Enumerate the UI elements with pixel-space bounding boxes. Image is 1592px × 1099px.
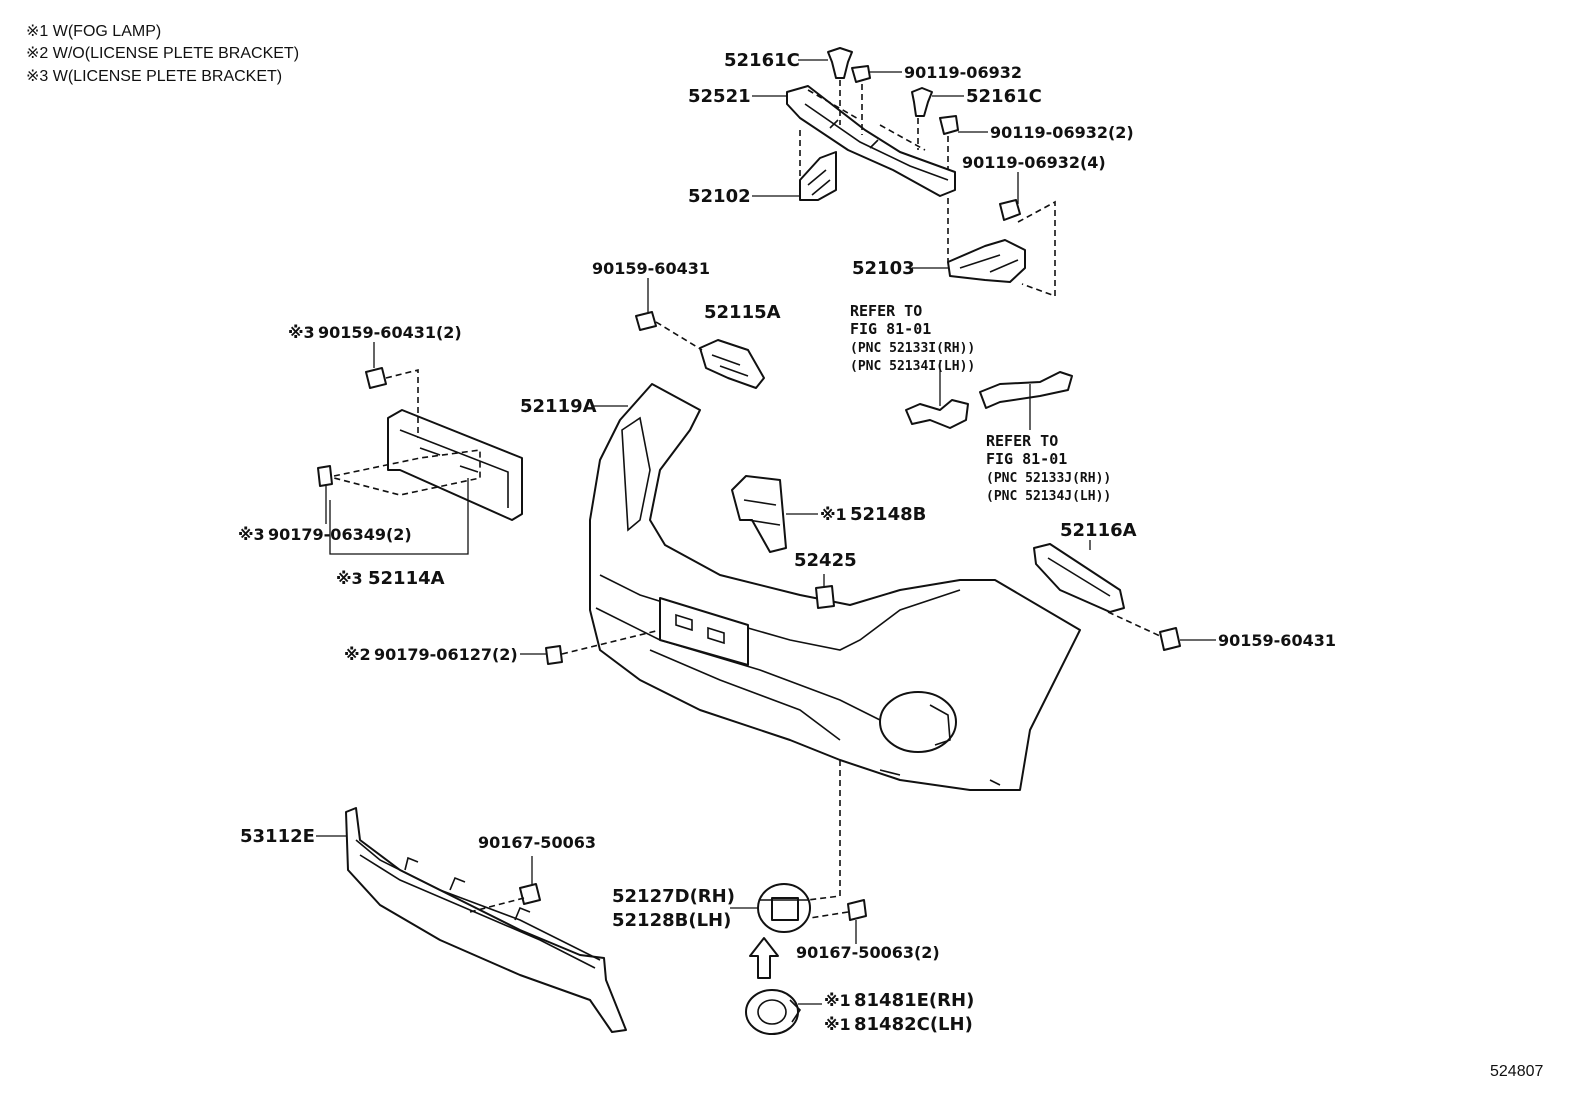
label-52128B: 52128B(LH) bbox=[612, 910, 731, 931]
wire-harness-ref-2 bbox=[979, 371, 1073, 409]
refer-2-line-3: (PNC 52133J(RH)) bbox=[986, 471, 1111, 486]
retainer-52115A bbox=[699, 339, 765, 389]
note-3: ※3 W(LICENSE PLETE BRACKET) bbox=[26, 68, 282, 85]
refer-block-2: REFER TO FIG 81-01 (PNC 52133J(RH)) (PNC… bbox=[986, 432, 1111, 504]
label-90167-50063: 90167-50063 bbox=[478, 833, 596, 852]
mark-2a: ※2 bbox=[344, 645, 371, 664]
label-90159-60431-right: 90159-60431 bbox=[1218, 631, 1336, 650]
grille-53112E bbox=[345, 807, 627, 1033]
label-90159-60431-top: 90159-60431 bbox=[592, 259, 710, 278]
mark-3b: ※3 bbox=[238, 525, 265, 544]
label-90167-50063-2: 90167-50063(2) bbox=[796, 943, 940, 962]
bolt-90159-60431-2 bbox=[365, 367, 387, 389]
mark-1b: ※1 bbox=[824, 991, 851, 1010]
label-52103: 52103 bbox=[852, 258, 915, 279]
bolt-90167-50063-2 bbox=[847, 899, 867, 921]
clip-52161C-top bbox=[827, 47, 853, 79]
retainer-52116A bbox=[1033, 543, 1125, 613]
mark-3c: ※3 bbox=[336, 569, 363, 588]
bracket-52103 bbox=[947, 239, 1026, 283]
part-labels: 52161C 90119-06932 52521 52161C 90119-06… bbox=[238, 50, 1336, 1035]
label-52102: 52102 bbox=[688, 186, 751, 207]
label-52521: 52521 bbox=[688, 86, 751, 107]
fog-socket-52127D bbox=[757, 883, 811, 933]
label-90119-06932: 90119-06932 bbox=[904, 63, 1022, 82]
label-52127D: 52127D(RH) bbox=[612, 886, 735, 907]
label-52119A: 52119A bbox=[520, 396, 597, 417]
refer-2-line-4: (PNC 52134J(LH)) bbox=[986, 489, 1111, 504]
label-52425: 52425 bbox=[794, 550, 857, 571]
mark-1a: ※1 bbox=[820, 505, 847, 524]
mark-3a: ※3 bbox=[288, 323, 315, 342]
label-90179-06349-2: 90179-06349(2) bbox=[268, 525, 412, 544]
refer-1-line-1: REFER TO bbox=[850, 302, 922, 320]
refer-2-line-1: REFER TO bbox=[986, 432, 1058, 450]
refer-1-line-2: FIG 81-01 bbox=[850, 320, 931, 338]
bumper-cover-52119A bbox=[589, 383, 1081, 791]
refer-1-line-3: (PNC 52133I(RH)) bbox=[850, 341, 975, 356]
bolt-90119-06932 bbox=[851, 65, 871, 83]
clip-90179-06127 bbox=[545, 645, 563, 665]
bolt-90159-60431-right bbox=[1159, 627, 1181, 651]
bolt-90167-50063 bbox=[519, 883, 541, 905]
bolt-90119-06932-4 bbox=[999, 199, 1021, 221]
up-arrow-icon bbox=[749, 937, 779, 979]
label-52148B: 52148B bbox=[850, 504, 926, 525]
label-52115A: 52115A bbox=[704, 302, 781, 323]
label-90119-06932-2: 90119-06932(2) bbox=[990, 123, 1134, 142]
label-52161C-top: 52161C bbox=[724, 50, 800, 71]
figure-id: 524807 bbox=[1490, 1063, 1543, 1080]
label-52161C-right: 52161C bbox=[966, 86, 1042, 107]
fog-cover-81481E bbox=[745, 989, 802, 1035]
bolt-90119-06932-2 bbox=[939, 115, 959, 135]
pad-52425 bbox=[815, 585, 835, 609]
label-90179-06127-2: 90179-06127(2) bbox=[374, 645, 518, 664]
label-53112E: 53112E bbox=[240, 826, 315, 847]
refer-block-1: REFER TO FIG 81-01 (PNC 52133I(RH)) (PNC… bbox=[850, 302, 975, 374]
note-1: ※1 W(FOG LAMP) bbox=[26, 23, 161, 40]
label-52116A: 52116A bbox=[1060, 520, 1137, 541]
label-81481E: 81481E(RH) bbox=[854, 990, 974, 1011]
refer-1-line-4: (PNC 52134I(LH)) bbox=[850, 359, 975, 374]
bolt-90159-60431-top bbox=[635, 311, 657, 331]
duct-52148B bbox=[731, 475, 787, 553]
label-90159-60431-2: 90159-60431(2) bbox=[318, 323, 462, 342]
mark-1c: ※1 bbox=[824, 1015, 851, 1034]
label-81482C: 81482C(LH) bbox=[854, 1014, 973, 1035]
clip-90179-06349 bbox=[317, 465, 333, 487]
leader-lines bbox=[316, 59, 1216, 1005]
clip-52161C-right bbox=[911, 87, 933, 117]
refer-2-line-2: FIG 81-01 bbox=[986, 450, 1067, 468]
note-2: ※2 W/O(LICENSE PLETE BRACKET) bbox=[26, 45, 299, 62]
label-90119-06932-4: 90119-06932(4) bbox=[962, 153, 1106, 172]
license-bracket-52114A bbox=[387, 409, 523, 521]
wire-harness-ref-1 bbox=[905, 399, 969, 429]
reinforcement-52521 bbox=[786, 85, 956, 197]
bracket-52102 bbox=[799, 151, 837, 201]
label-52114A: 52114A bbox=[368, 568, 445, 589]
legend-notes: ※1 W(FOG LAMP) ※2 W/O(LICENSE PLETE BRAC… bbox=[26, 23, 299, 85]
